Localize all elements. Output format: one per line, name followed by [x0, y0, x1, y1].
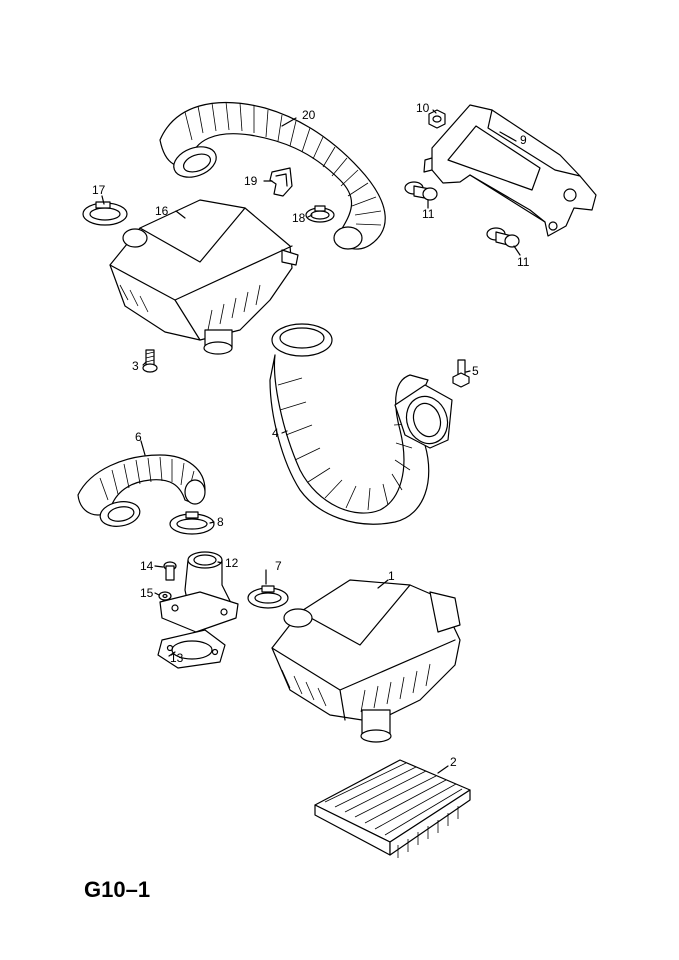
bolt-5	[452, 359, 470, 388]
air-inlet-duct-4	[269, 323, 453, 525]
callout-10: 10	[416, 101, 430, 115]
hose-clamp-8	[169, 511, 215, 535]
air-duct-17	[159, 101, 386, 250]
callout-18: 17	[92, 183, 106, 197]
callout-17: 20	[302, 108, 316, 122]
gasket-13	[157, 629, 226, 669]
diagram-code: G10–1	[84, 877, 150, 902]
callout-6: 6	[135, 430, 142, 444]
callout-9: 9	[520, 133, 527, 147]
callout-12: 12	[225, 556, 239, 570]
washer-15	[158, 591, 172, 601]
callout-16: 16	[155, 204, 169, 218]
leader-lines	[101, 109, 521, 774]
callout-19: 18	[292, 211, 306, 225]
callout-11b: 11	[517, 255, 530, 269]
hose-clamp-18	[82, 201, 128, 226]
callout-4: 4	[272, 426, 279, 440]
callout-labels: 20 9 10 11 11 19 18 17 16 3 5 4 6 8 12 7…	[92, 101, 530, 769]
callout-13: 13	[170, 651, 184, 665]
screw-14	[163, 561, 177, 581]
air-cleaner-housing-16	[109, 199, 299, 355]
callout-5: 5	[472, 364, 479, 378]
callout-7: 7	[275, 559, 282, 573]
callout-3: 3	[132, 359, 139, 373]
bracket-9	[423, 104, 597, 237]
callout-15: 15	[140, 586, 154, 600]
callout-20: 19	[244, 174, 258, 188]
grommet-11b	[486, 227, 520, 248]
bolt-3	[142, 349, 158, 373]
callout-8: 8	[217, 515, 224, 529]
grommet-11a	[404, 181, 438, 201]
callout-14: 14	[140, 559, 154, 573]
nut-10	[428, 109, 446, 129]
adapter-elbow-12	[159, 551, 239, 633]
hose-clamp-7	[247, 585, 289, 609]
callout-1: 1	[388, 569, 395, 583]
hose-clamp-19	[305, 205, 335, 223]
callout-2: 2	[450, 755, 457, 769]
filter-element-2	[314, 759, 471, 858]
clip-20	[269, 167, 293, 197]
callout-11a: 11	[422, 207, 435, 221]
air-cleaner-housing-1	[271, 579, 461, 743]
corrugated-hose-6	[77, 454, 206, 527]
